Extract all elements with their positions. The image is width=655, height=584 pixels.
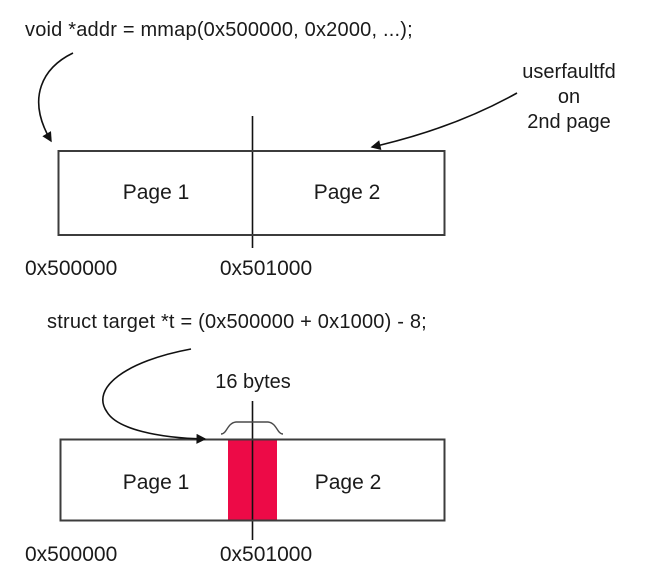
page1-label-bottom: Page 1	[122, 471, 190, 494]
addr-boundary-top: 0x501000	[219, 257, 313, 280]
mmap-arrow	[38, 52, 74, 143]
page2-label-top: Page 2	[313, 181, 381, 204]
memory-box-top	[57, 150, 446, 236]
addr-start-top: 0x500000	[25, 257, 118, 280]
struct-code-text: struct target *t = (0x500000 + 0x1000) -…	[47, 311, 427, 333]
memory-box-bottom	[59, 438, 446, 522]
mmap-code-text: void *addr = mmap(0x500000, 0x2000, ...)…	[25, 19, 413, 41]
size-label: 16 bytes	[215, 371, 291, 393]
page1-label-top: Page 1	[122, 181, 190, 204]
size-brace	[220, 421, 284, 435]
addr-boundary-bottom: 0x501000	[219, 543, 313, 566]
struct-target-arrow	[102, 348, 207, 444]
addr-start-bottom: 0x500000	[25, 543, 118, 566]
userfaultfd-arrow	[370, 92, 518, 150]
page2-label-bottom: Page 2	[314, 471, 382, 494]
userfaultfd-note: userfaultfd on 2nd page	[522, 61, 616, 133]
